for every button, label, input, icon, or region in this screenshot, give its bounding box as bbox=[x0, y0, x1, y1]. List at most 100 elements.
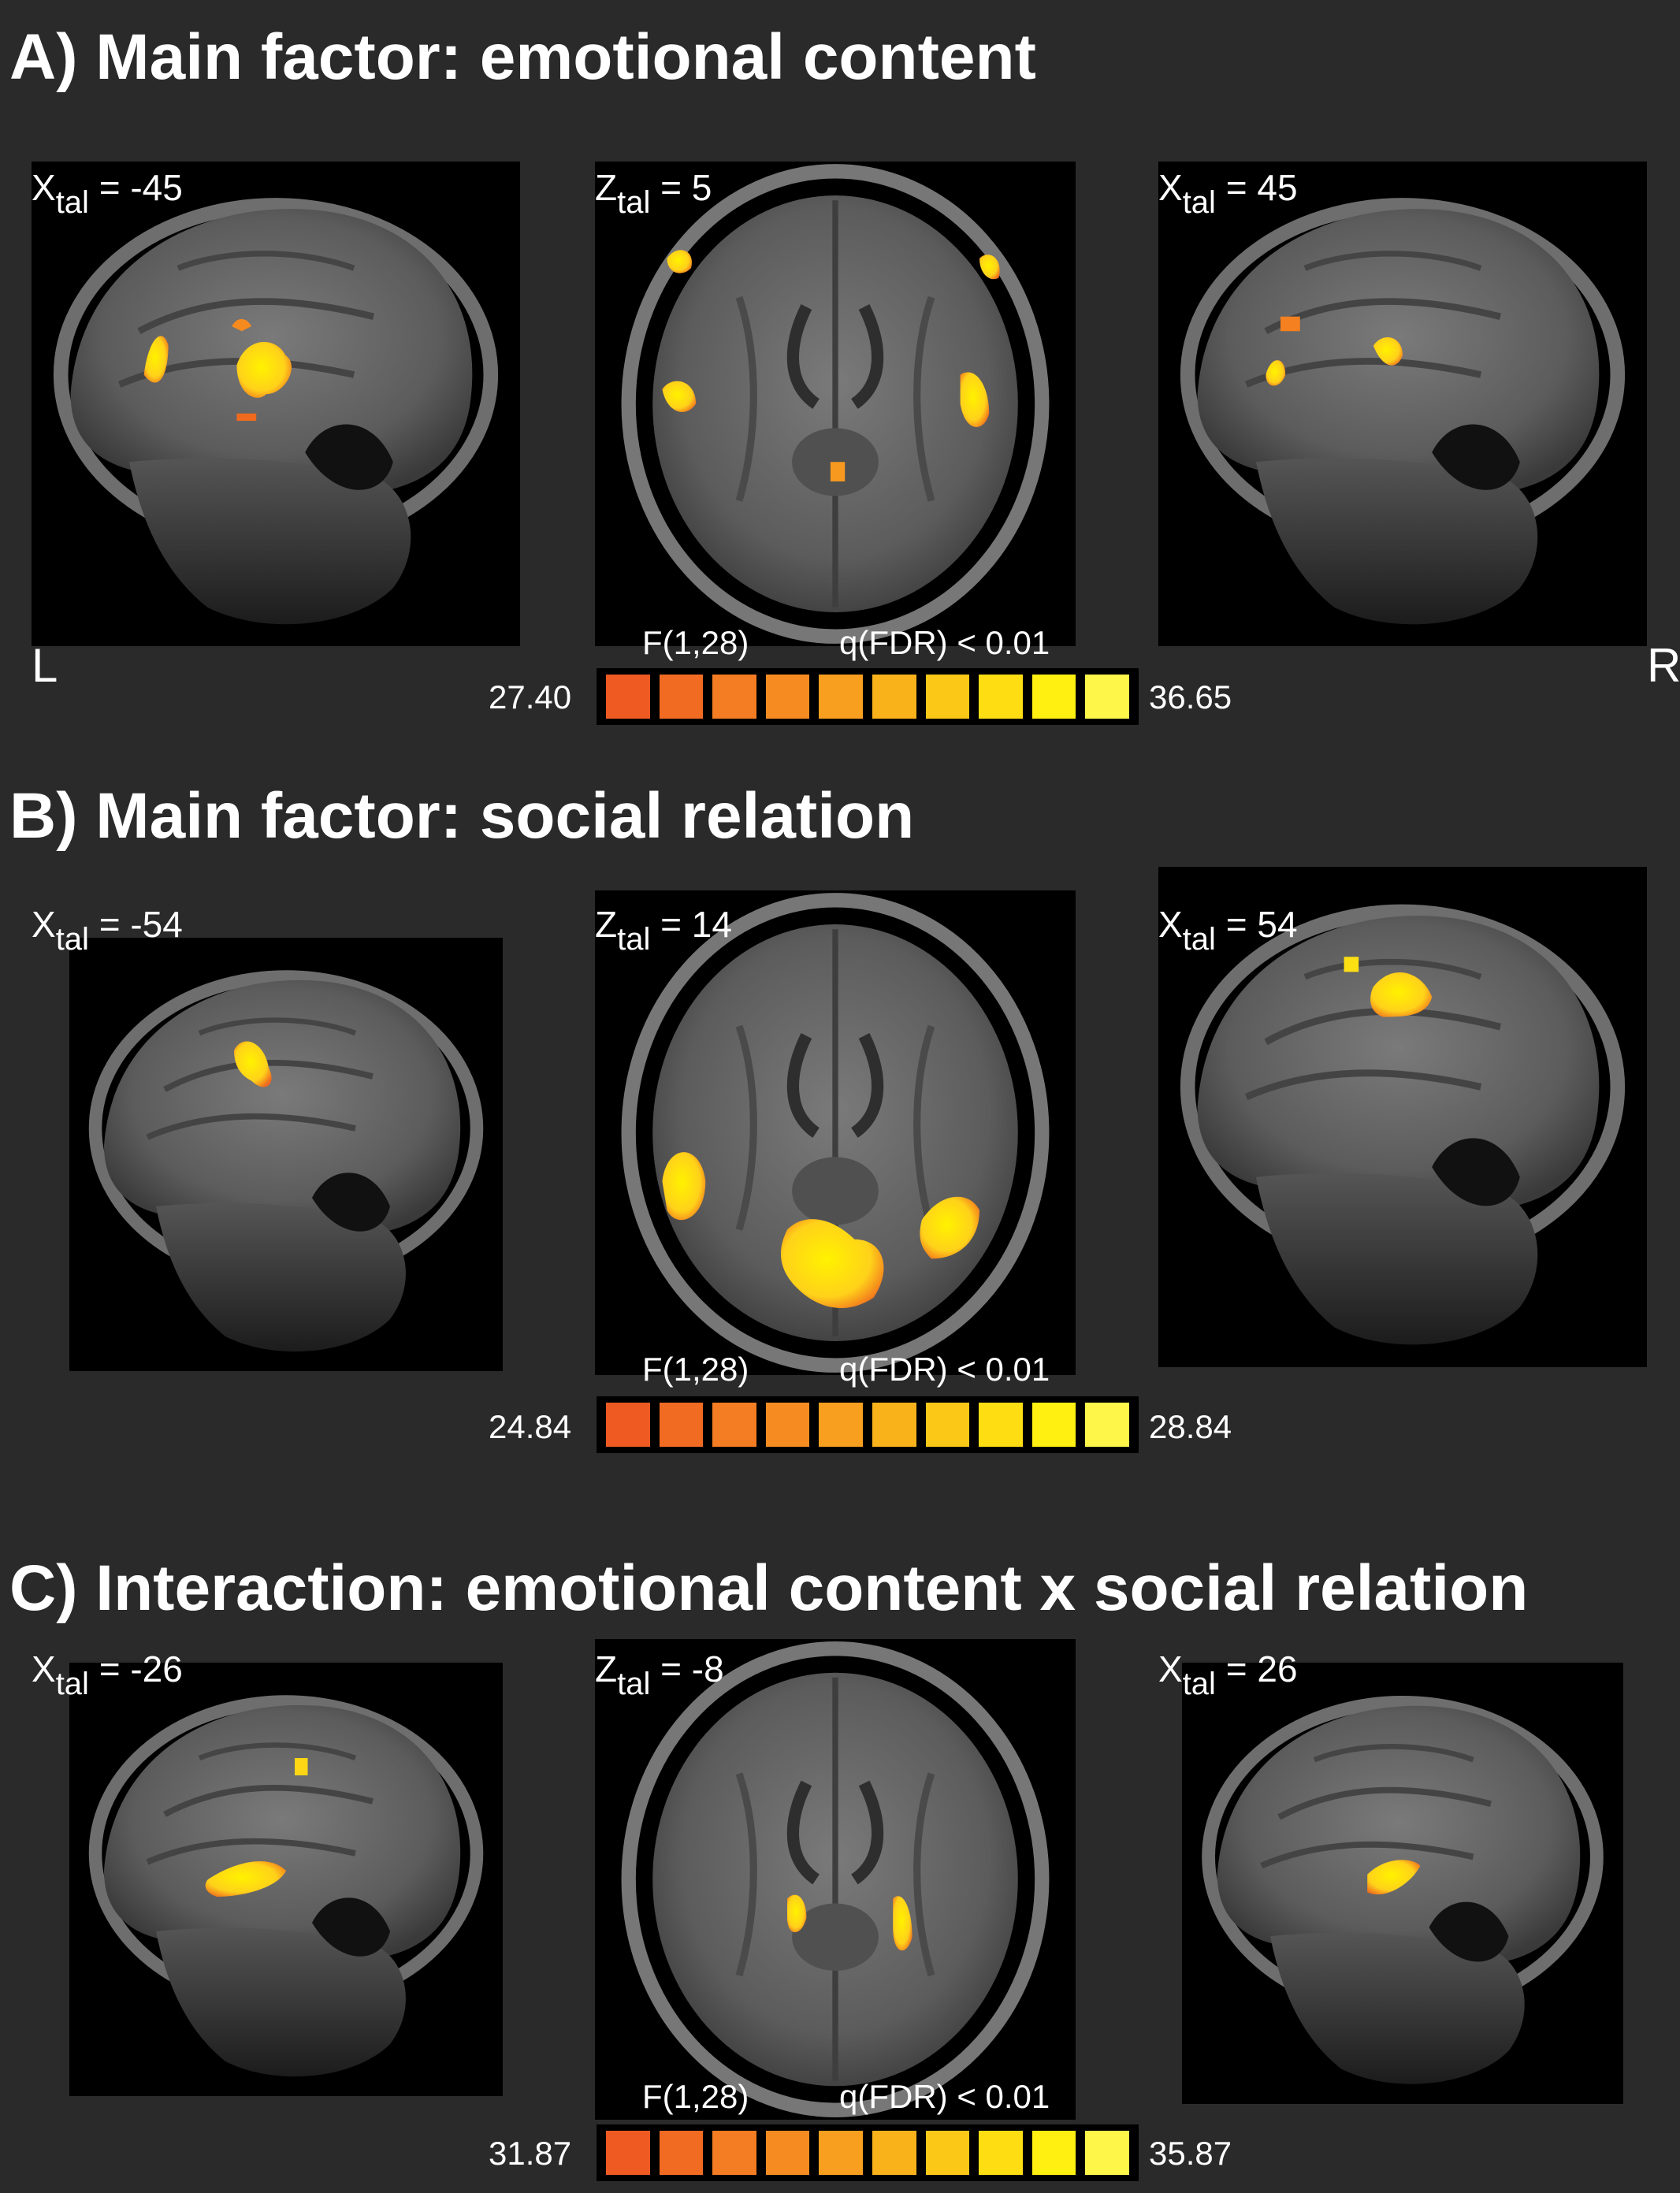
colorbar-swatch bbox=[925, 2131, 970, 2175]
activation-cluster bbox=[236, 413, 257, 422]
colorbar-swatch bbox=[872, 1403, 916, 1447]
panel-c-title: C) Interaction: emotional content x soci… bbox=[9, 1552, 1529, 1624]
colorbar-swatch bbox=[872, 675, 916, 719]
panel-c-sagittal-right-scan bbox=[1182, 1663, 1623, 2104]
panel-a-sagittal-right-scan: Xtal = 45 bbox=[1158, 162, 1647, 646]
colorbar-stat-label: F(1,28) bbox=[642, 1351, 749, 1388]
right-hemisphere-marker: R bbox=[1647, 639, 1680, 692]
colorbar-swatch bbox=[1031, 1403, 1076, 1447]
panel-b-title: B) Main factor: social relation bbox=[9, 780, 915, 852]
colorbar-swatch bbox=[819, 675, 863, 719]
brain-slice-image bbox=[1182, 1663, 1623, 2104]
slice-coordinate-label: Xtal = 54 bbox=[1158, 904, 1298, 957]
activation-cluster bbox=[205, 1861, 286, 1897]
activation-cluster bbox=[920, 1196, 979, 1259]
activation-cluster bbox=[1266, 360, 1286, 386]
activation-cluster bbox=[236, 341, 292, 398]
colorbar-max-value: 35.87 bbox=[1149, 2135, 1232, 2172]
colorbar-swatch bbox=[659, 675, 704, 719]
colorbar-swatch bbox=[925, 1403, 970, 1447]
colorbar-swatch bbox=[1085, 1403, 1129, 1447]
brain-slice-image bbox=[595, 162, 1076, 646]
colorbar-swatch bbox=[606, 2131, 650, 2175]
colorbar-max-value: 28.84 bbox=[1149, 1408, 1232, 1445]
slice-coordinate-label: Xtal = -54 bbox=[69, 938, 183, 957]
colorbar-swatch bbox=[765, 2131, 810, 2175]
activation-cluster bbox=[143, 336, 169, 383]
slice-coordinate-label: Xtal = 26 bbox=[1158, 1648, 1298, 1701]
colorbar bbox=[597, 1396, 1139, 1453]
brain-slice-image bbox=[595, 1639, 1076, 2120]
colorbar-swatch bbox=[872, 2131, 916, 2175]
colorbar-min-value: 27.40 bbox=[489, 678, 572, 716]
colorbar-swatch bbox=[1031, 2131, 1076, 2175]
colorbar-swatch bbox=[659, 2131, 704, 2175]
panel-c-sagittal-left-scan bbox=[69, 1663, 503, 2096]
colorbar-threshold-label: q(FDR) < 0.01 bbox=[839, 2078, 1050, 2115]
activation-cluster bbox=[1280, 316, 1300, 332]
panel-b-sagittal-left-scan: Xtal = -54 bbox=[69, 938, 503, 1371]
colorbar-swatch bbox=[1031, 675, 1076, 719]
panel-b-axial-scan: Ztal = 14 bbox=[595, 890, 1076, 1375]
activation-cluster bbox=[1344, 957, 1359, 972]
colorbar-swatch bbox=[979, 1403, 1023, 1447]
colorbar-swatch bbox=[979, 2131, 1023, 2175]
activation-cluster bbox=[960, 372, 990, 427]
slice-coordinate-label: Ztal = 14 bbox=[595, 904, 732, 957]
slice-coordinate-label: Xtal = -54 bbox=[32, 904, 183, 957]
colorbar-min-value: 24.84 bbox=[489, 1408, 572, 1445]
colorbar-swatch bbox=[979, 675, 1023, 719]
colorbar-swatch bbox=[819, 1403, 863, 1447]
panel-a-axial-scan: Ztal = 5 bbox=[595, 162, 1076, 646]
colorbar bbox=[597, 2124, 1139, 2181]
colorbar-swatch bbox=[765, 1403, 810, 1447]
colorbar-swatch bbox=[712, 675, 756, 719]
slice-coordinate-label: Ztal = 5 bbox=[595, 167, 712, 220]
brain-slice-image bbox=[595, 890, 1076, 1375]
activation-cluster bbox=[1367, 1860, 1421, 1895]
colorbar-swatch bbox=[712, 1403, 756, 1447]
slice-coordinate-label: Xtal = 45 bbox=[1158, 167, 1298, 220]
panel-a-title: A) Main factor: emotional content bbox=[9, 21, 1036, 93]
activation-cluster bbox=[979, 255, 1000, 280]
activation-cluster bbox=[662, 1152, 706, 1221]
left-hemisphere-marker: L bbox=[32, 639, 58, 692]
colorbar-swatch bbox=[1085, 675, 1129, 719]
brain-slice-image bbox=[32, 162, 520, 646]
activation-cluster bbox=[234, 1041, 272, 1087]
colorbar-swatch bbox=[765, 675, 810, 719]
colorbar-max-value: 36.65 bbox=[1149, 678, 1232, 716]
colorbar-swatch bbox=[819, 2131, 863, 2175]
panel-c-axial-scan: Ztal = -8 bbox=[595, 1639, 1076, 2120]
colorbar-stat-label: F(1,28) bbox=[642, 2078, 749, 2115]
colorbar-min-value: 31.87 bbox=[489, 2135, 572, 2172]
brain-slice-image bbox=[1158, 867, 1647, 1367]
colorbar-threshold-label: q(FDR) < 0.01 bbox=[839, 624, 1050, 661]
colorbar-swatch bbox=[659, 1403, 704, 1447]
activation-cluster bbox=[232, 318, 251, 332]
slice-coordinate-label: Ztal = -8 bbox=[595, 1648, 724, 1701]
activation-cluster bbox=[295, 1758, 308, 1775]
activation-cluster bbox=[780, 1219, 884, 1309]
slice-coordinate-label: Xtal = -26 bbox=[32, 1648, 183, 1701]
colorbar-swatch bbox=[606, 675, 650, 719]
slice-coordinate-label: Xtal = -45 bbox=[32, 167, 183, 220]
activation-cluster bbox=[1370, 972, 1433, 1017]
colorbar-threshold-label: q(FDR) < 0.01 bbox=[839, 1351, 1050, 1388]
activation-cluster bbox=[787, 1894, 807, 1933]
activation-cluster bbox=[667, 250, 692, 273]
brain-slice-image bbox=[1158, 162, 1647, 646]
colorbar-swatch bbox=[1085, 2131, 1129, 2175]
colorbar-swatch bbox=[925, 675, 970, 719]
brain-slice-image bbox=[69, 938, 503, 1371]
brain-slice-image bbox=[69, 1663, 503, 2096]
activation-cluster bbox=[662, 381, 697, 412]
activation-cluster bbox=[893, 1896, 912, 1951]
activation-cluster bbox=[1373, 336, 1403, 366]
colorbar-swatch bbox=[606, 1403, 650, 1447]
activation-cluster bbox=[830, 462, 846, 481]
colorbar-swatch bbox=[712, 2131, 756, 2175]
panel-a-sagittal-left-scan: Xtal = -45 bbox=[32, 162, 520, 646]
panel-b-sagittal-right-scan: Xtal = 54 bbox=[1158, 867, 1647, 1367]
colorbar-stat-label: F(1,28) bbox=[642, 624, 749, 661]
